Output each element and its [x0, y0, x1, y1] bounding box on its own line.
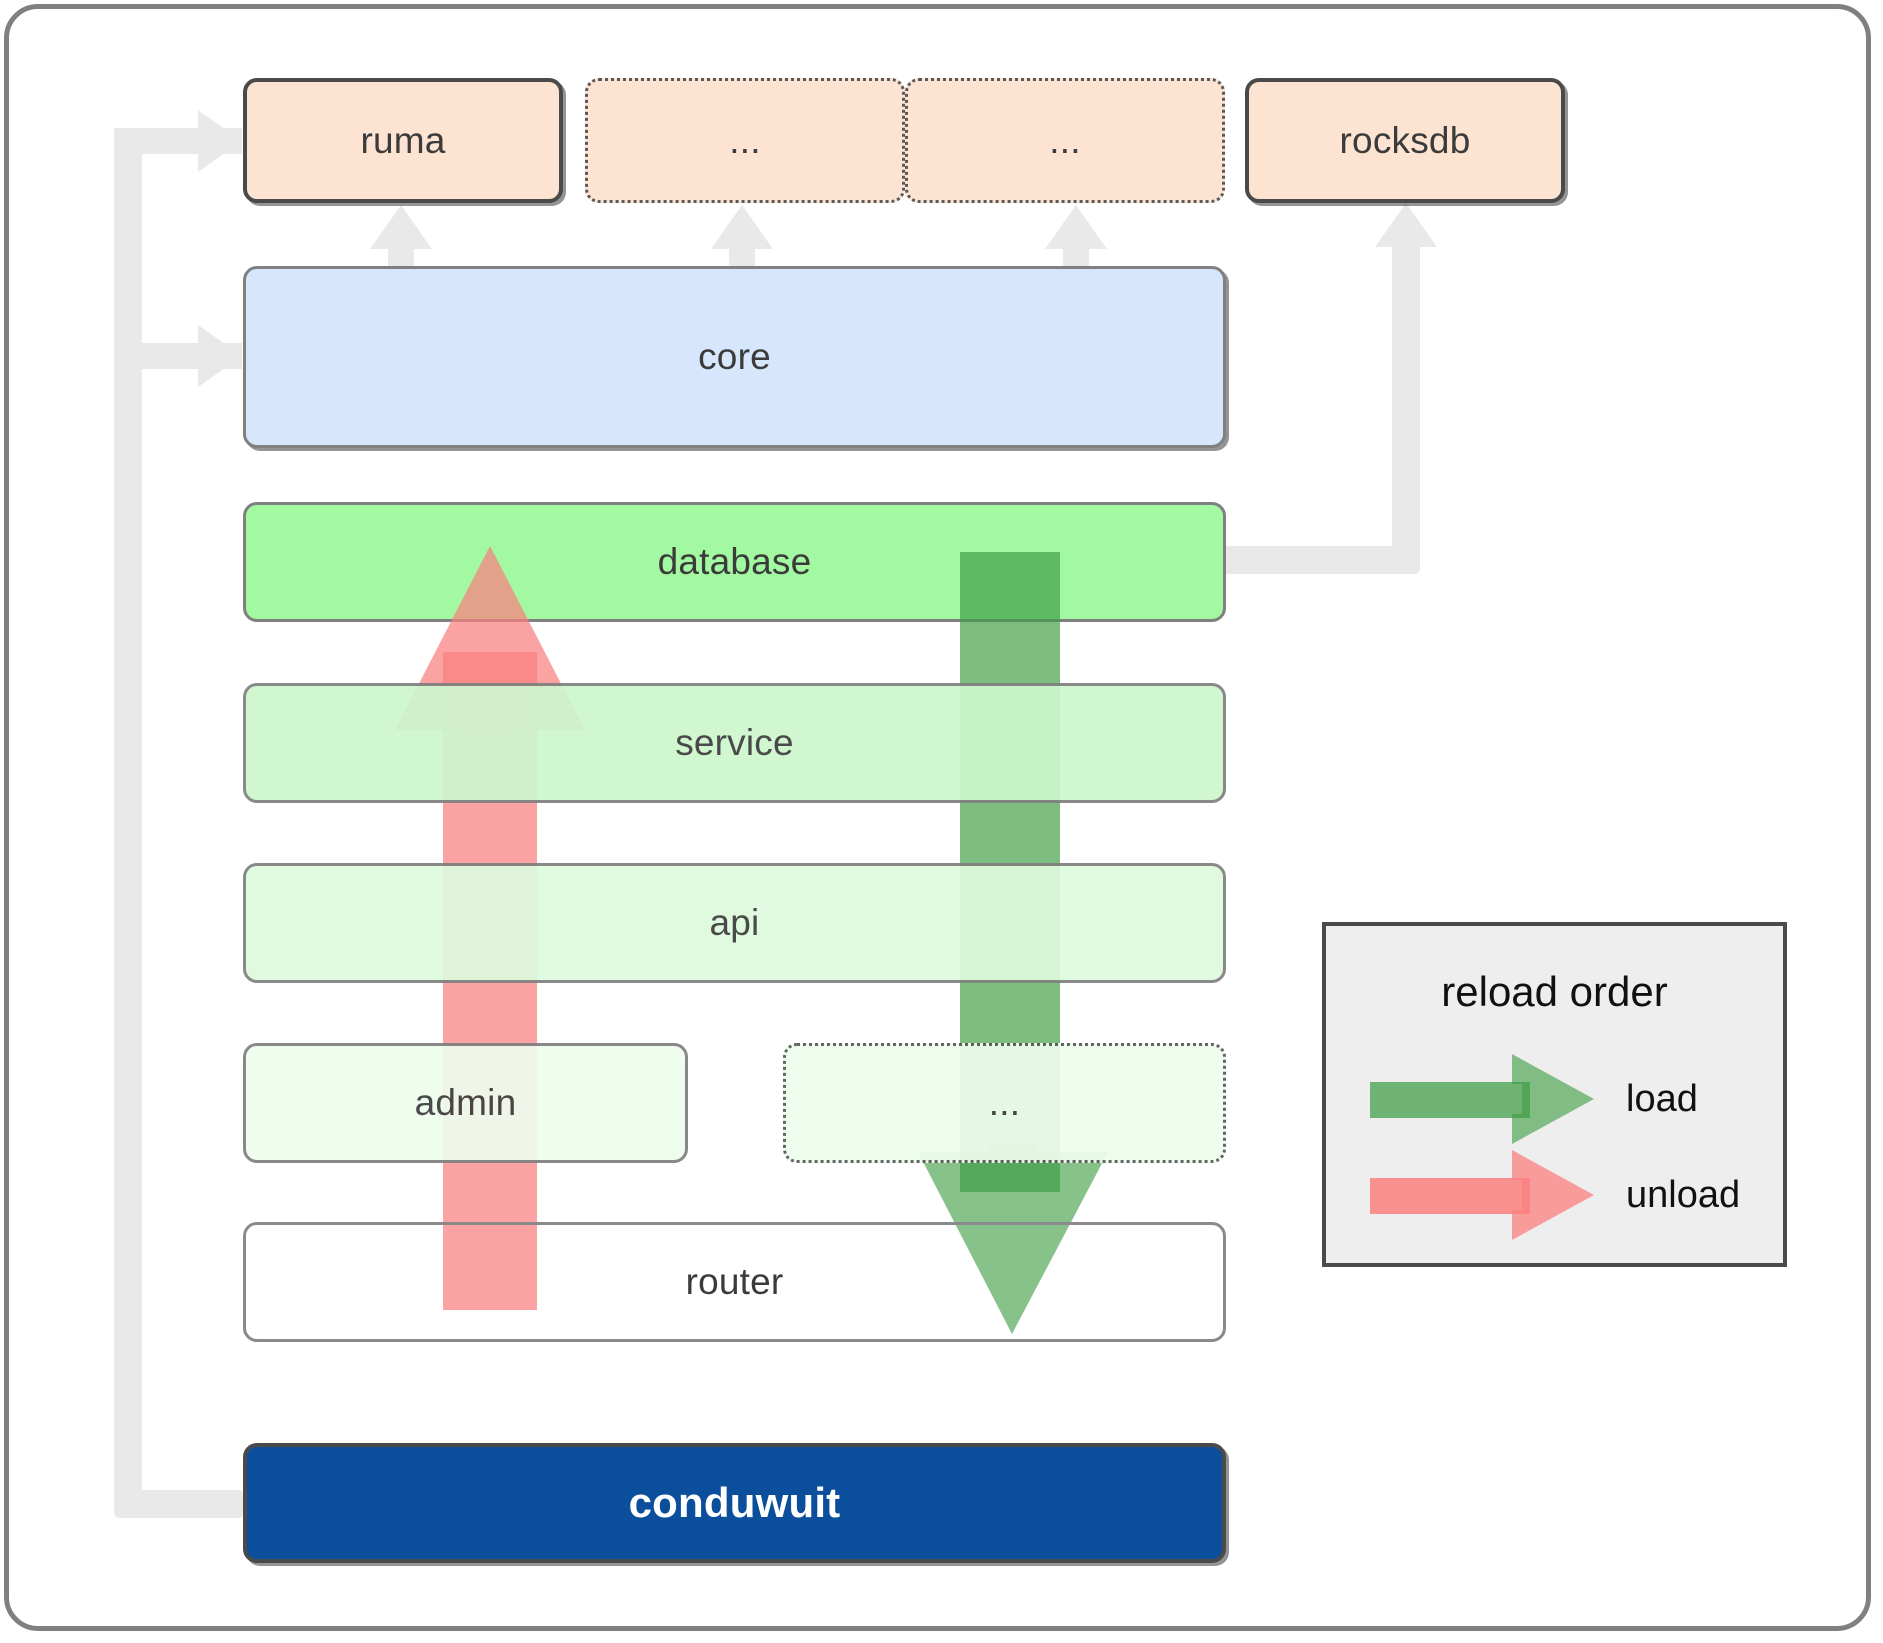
- node-admin-label: admin: [414, 1082, 517, 1123]
- node-admin[interactable]: admin: [243, 1043, 688, 1163]
- legend-item-unload: unload: [1370, 1150, 1770, 1240]
- node-dep-ellipsis-2-label: ...: [1049, 119, 1081, 161]
- legend-unload-label: unload: [1626, 1173, 1741, 1216]
- node-core-label: core: [698, 336, 771, 377]
- node-conduwuit-label: conduwuit: [628, 1479, 841, 1526]
- legend-panel: reload order load unload: [1322, 922, 1787, 1267]
- node-dep-ellipsis-1[interactable]: ...: [585, 78, 905, 203]
- grey-trunk-bottom: [114, 1490, 244, 1518]
- node-service[interactable]: service: [243, 683, 1226, 803]
- legend-unload-arrow-icon: [1370, 1150, 1594, 1240]
- node-stack-ellipsis[interactable]: ...: [783, 1043, 1226, 1163]
- node-api[interactable]: api: [243, 863, 1226, 983]
- grey-arrowhead-up-dots2-icon: [1045, 205, 1107, 249]
- node-stack-ellipsis-label: ...: [988, 1082, 1021, 1123]
- legend-load-label: load: [1626, 1077, 1698, 1120]
- node-dep-ellipsis-2[interactable]: ...: [905, 78, 1225, 203]
- legend-load-arrow-icon: [1370, 1054, 1594, 1144]
- node-rocksdb-label: rocksdb: [1339, 119, 1471, 161]
- grey-arrowhead-ruma-icon: [198, 110, 242, 172]
- grey-db-to-rocksdb-vertical: [1392, 238, 1420, 558]
- node-ruma[interactable]: ruma: [243, 78, 563, 203]
- node-api-label: api: [709, 902, 760, 943]
- node-database-label: database: [657, 541, 812, 582]
- grey-db-to-rocksdb-horizontal: [1220, 546, 1420, 574]
- node-dep-ellipsis-1-label: ...: [729, 119, 761, 161]
- grey-arrowhead-core-icon: [198, 325, 242, 387]
- node-ruma-label: ruma: [360, 119, 446, 161]
- node-service-label: service: [675, 722, 794, 763]
- node-router[interactable]: router: [243, 1222, 1226, 1342]
- legend-item-load: load: [1370, 1054, 1770, 1144]
- grey-arrowhead-up-ruma-icon: [370, 205, 432, 249]
- grey-arrowhead-up-dots1-icon: [711, 205, 773, 249]
- node-router-label: router: [685, 1261, 784, 1302]
- load-arrow-head-icon: [918, 1142, 1108, 1334]
- node-conduwuit[interactable]: conduwuit: [243, 1443, 1226, 1563]
- node-rocksdb[interactable]: rocksdb: [1245, 78, 1565, 203]
- legend-title: reload order: [1441, 968, 1668, 1015]
- node-core[interactable]: core: [243, 266, 1226, 448]
- grey-trunk-left: [114, 128, 142, 1518]
- grey-arrowhead-rocksdb-icon: [1375, 203, 1437, 247]
